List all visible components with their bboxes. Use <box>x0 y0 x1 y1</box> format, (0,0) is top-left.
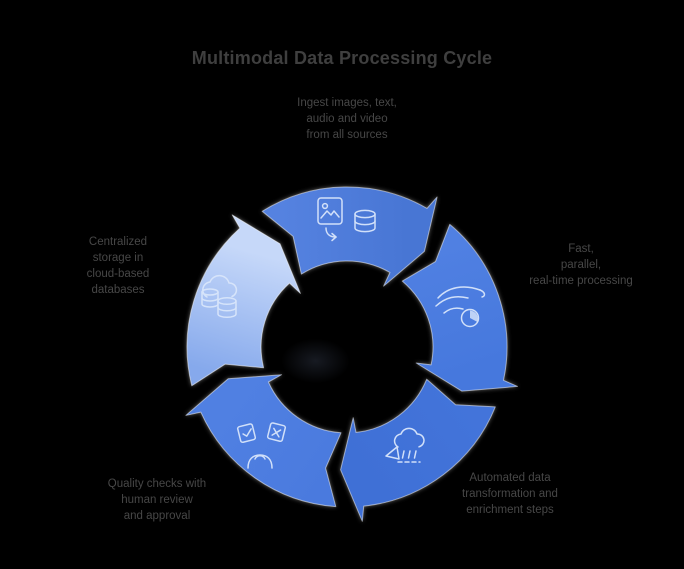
cycle-arrow-storage <box>186 214 301 387</box>
review-cards-person-icon <box>236 422 287 469</box>
label-fast-processing: Fast, parallel, real-time processing <box>529 243 633 287</box>
label-transformation: Automated data transformation and enrich… <box>462 472 558 516</box>
cloud-databases-icon <box>201 274 238 319</box>
image-to-database-icon <box>317 197 376 242</box>
diagram-title: Multimodal Data Processing Cycle <box>191 48 493 68</box>
label-validation: Quality checks with human review and app… <box>107 478 207 522</box>
cycle-arrow-ingestion <box>261 186 438 287</box>
wind-clock-icon <box>435 286 486 328</box>
label-ingestion: Ingest images, text, audio and video fro… <box>297 97 397 141</box>
steam-cloud-icon <box>385 427 425 463</box>
cycle-arrow-transformation <box>340 378 496 522</box>
label-storage: Centralized storage in cloud-based datab… <box>86 236 150 296</box>
cycle-arrow-validation <box>185 374 342 508</box>
